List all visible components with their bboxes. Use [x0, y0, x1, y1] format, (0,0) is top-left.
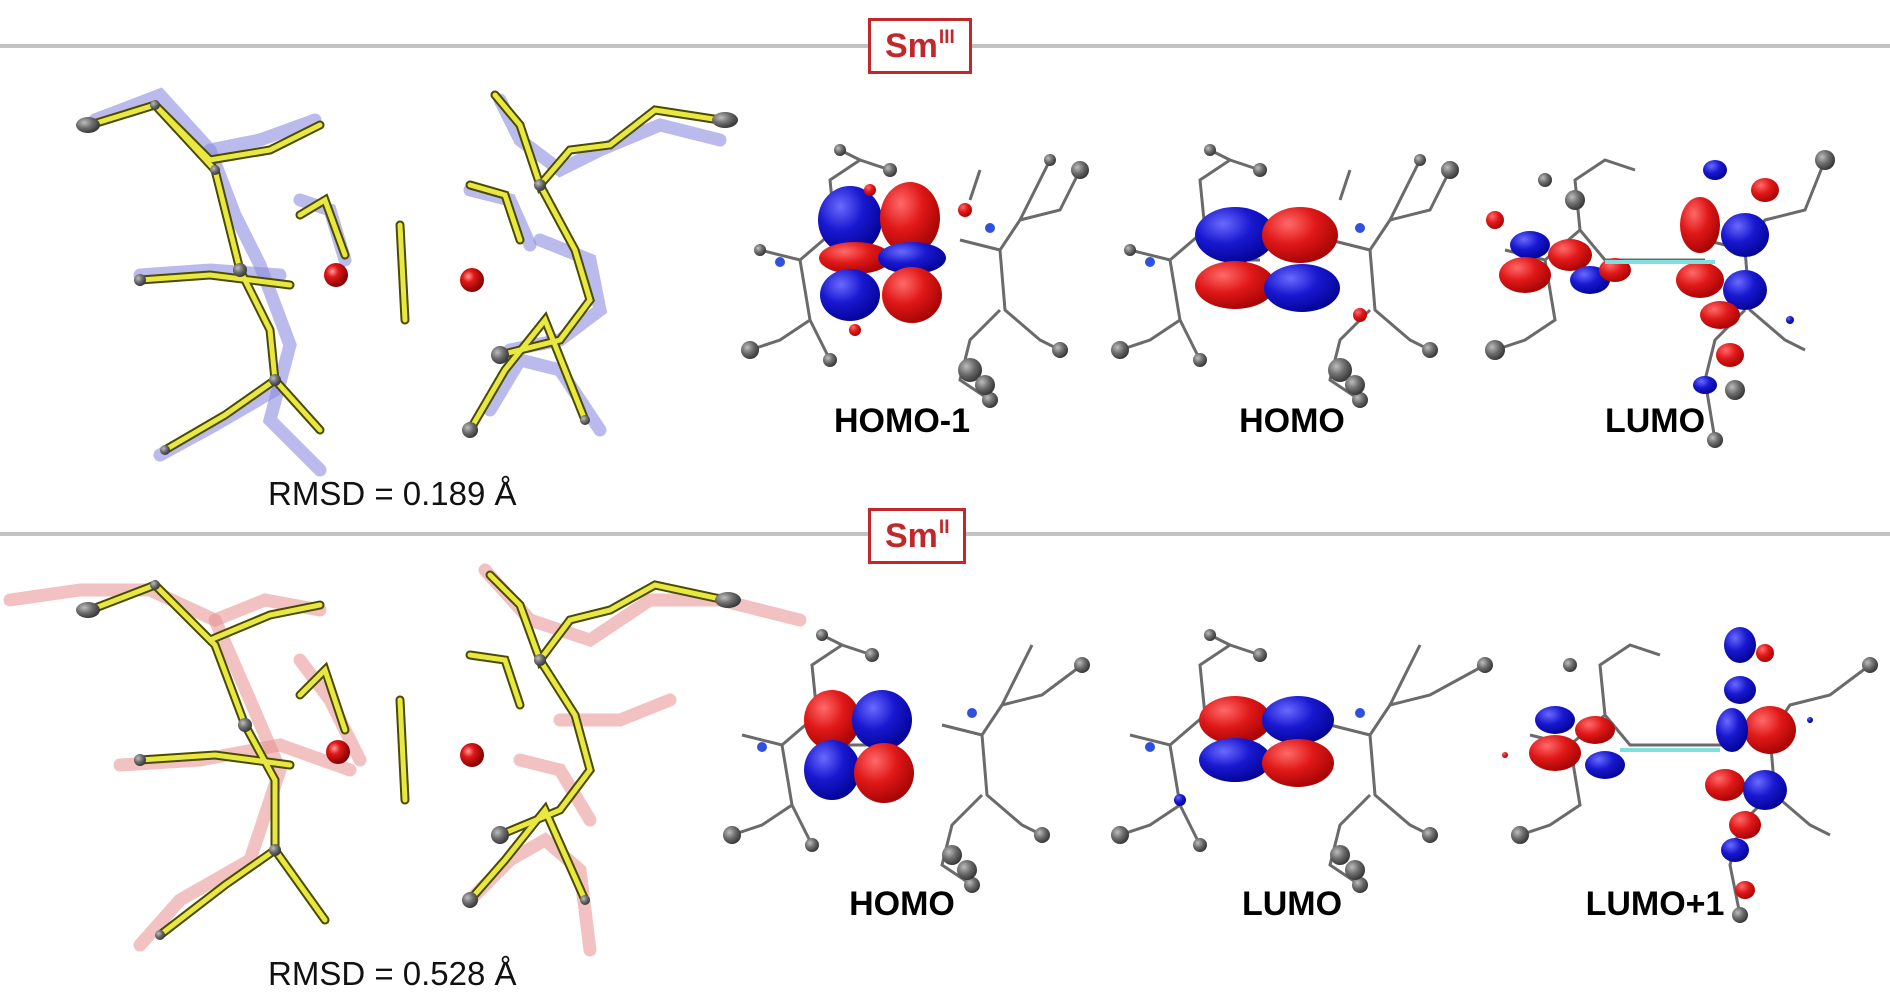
- sm-ii-prefix: Sm: [885, 517, 938, 555]
- orbital-panel-sm-iii-2: [1111, 144, 1459, 408]
- sm-atom-left: [326, 740, 350, 764]
- orbital-lobes: [818, 182, 972, 336]
- sm-atom-right: [460, 743, 484, 767]
- orbital-panel-sm-iii-3: [1485, 150, 1835, 448]
- structure-overlay-sm-iii: [76, 87, 738, 477]
- sm-iii-badge: SmIII: [868, 18, 972, 74]
- sm-ii-superscript: II: [938, 517, 950, 538]
- orbital-label-sm-iii-1: HOMO-1: [834, 402, 970, 440]
- optimized-structure-sticks: [85, 90, 725, 455]
- sm-atom-right: [460, 268, 484, 292]
- orbital-lobes: [804, 690, 914, 803]
- sm-ii-badge: SmII: [868, 508, 967, 564]
- orbital-label-sm-ii-3: LUMO+1: [1585, 885, 1725, 923]
- orbital-panel-sm-ii-2: [1111, 629, 1493, 893]
- orbital-lobes: [1486, 160, 1794, 394]
- orbital-panel-sm-ii-3: [1502, 627, 1878, 923]
- orbital-lobes: [1174, 696, 1334, 806]
- sm-iii-prefix: Sm: [885, 27, 938, 65]
- orbital-label-sm-iii-2: HOMO: [1239, 402, 1345, 440]
- structure-atoms: [76, 100, 738, 455]
- sm-atom-left: [324, 263, 348, 287]
- orbital-lobes: [1502, 627, 1813, 899]
- structure-atoms: [76, 580, 741, 940]
- orbital-lobes: [1195, 207, 1367, 322]
- orbital-label-sm-ii-1: HOMO: [849, 885, 955, 923]
- orbital-label-sm-ii-2: LUMO: [1241, 885, 1343, 923]
- orbital-label-sm-iii-3: LUMO: [1604, 402, 1706, 440]
- rmsd-label-sm-iii: RMSD = 0.189 Å: [268, 475, 517, 512]
- structure-overlay-sm-ii: [3, 563, 807, 957]
- orbital-panel-sm-iii-1: [741, 144, 1089, 408]
- optimized-structure-sticks: [85, 570, 730, 940]
- rmsd-label-sm-ii: RMSD = 0.528 Å: [268, 955, 517, 992]
- orbital-panel-sm-ii-1: [723, 629, 1090, 893]
- sm-iii-superscript: III: [938, 27, 955, 48]
